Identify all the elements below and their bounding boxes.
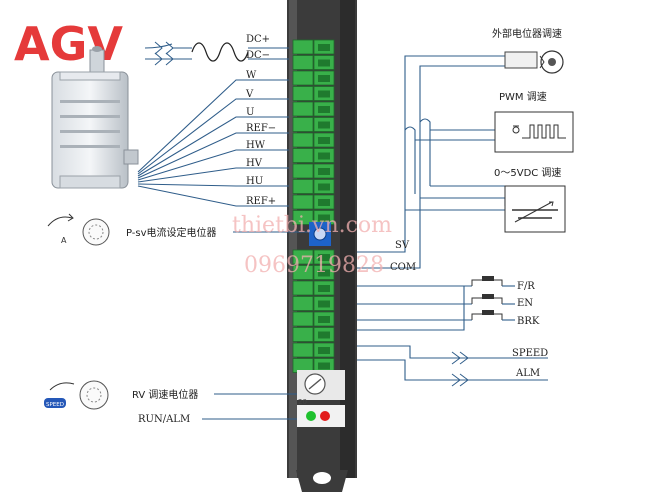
terminal-screw (292, 117, 314, 132)
speed-badge: SPEED (46, 402, 64, 408)
switch-group (357, 276, 515, 331)
terminal-screw (292, 55, 314, 70)
terminal-screw (292, 86, 314, 101)
terminal-screw (292, 296, 314, 311)
terminal-label: HU (246, 176, 263, 187)
speed-label: SPEED (512, 348, 548, 359)
speed-dial-icon: SPEED (44, 380, 109, 410)
mounting-hole (313, 472, 331, 484)
run-alm-label: RUN/ALM (138, 414, 190, 425)
alm-label: ALM (515, 368, 540, 379)
terminal-screw (292, 194, 314, 210)
terminal-block-top (292, 39, 335, 225)
led-red (320, 411, 330, 421)
terminal-screw (292, 280, 314, 296)
arrow-icon (451, 373, 469, 387)
dial-icon: A (47, 213, 110, 246)
rv-pot-label: RV 调速电位器 (132, 388, 198, 401)
watermark-site: thietbi.vn.com (232, 213, 392, 238)
motor-wires (137, 79, 289, 207)
terminal-screw (292, 163, 314, 179)
arrow-icon (451, 351, 469, 365)
terminal-screw (292, 265, 314, 280)
motor-wire (137, 185, 289, 207)
zero-mark: 20 (298, 398, 307, 406)
pwm-wave-icon (494, 111, 574, 153)
terminal-screw (292, 342, 314, 358)
terminal-screw (292, 70, 314, 86)
terminal-block-bottom (292, 249, 335, 373)
external-pot-icon (504, 50, 564, 74)
coil-icon (191, 42, 249, 62)
terminal-screw (292, 179, 314, 194)
terminal-screw (292, 327, 314, 342)
motor-wire (137, 149, 289, 181)
agv-logo: AGV (14, 17, 123, 71)
terminal-label: HV (246, 158, 263, 169)
terminal-screw (292, 249, 314, 265)
brk-label: BRK (517, 316, 540, 327)
ext-pot-label: 外部电位器调速 (492, 27, 562, 40)
sv-label: SV (395, 240, 410, 251)
fr-label: F/R (517, 281, 535, 292)
terminal-screw (292, 39, 314, 55)
terminal-screw (292, 132, 314, 148)
terminal-label: W (246, 70, 257, 81)
terminal-label: DC+ (246, 34, 270, 45)
pwm-label: PWM 调速 (499, 91, 547, 103)
led-green (306, 411, 316, 421)
dc-input (144, 41, 289, 66)
motor-wire (137, 167, 289, 183)
terminal-screw (292, 210, 314, 225)
motor-icon (51, 46, 139, 189)
terminal-label: REF+ (246, 196, 276, 207)
motor-wire (137, 132, 289, 179)
terminal-label: U (246, 107, 254, 118)
psv-pot-label: P-sv电流设定电位器 (126, 226, 217, 239)
terminal-label: V (245, 89, 254, 100)
motor-wire (137, 98, 289, 175)
com-label: COM (390, 262, 416, 273)
vdc-source-icon (504, 185, 566, 233)
left-terminal-labels: DC+ DC− WVU REF− HW HV HU REF+ (245, 34, 276, 207)
motor-wire (137, 183, 289, 187)
outputs (357, 345, 548, 387)
terminal-screw (292, 311, 314, 327)
motor-wire (137, 79, 289, 173)
dial-marker: A (61, 236, 67, 245)
watermark-phone: 0969719828 (244, 253, 384, 278)
terminal-label: HW (246, 140, 266, 151)
terminal-label: REF− (246, 123, 276, 134)
motor-wire (137, 116, 289, 177)
terminal-label: DC− (246, 50, 270, 61)
vdc-label: 0～5VDC 调速 (494, 167, 561, 179)
en-label: EN (517, 298, 533, 309)
terminal-screw (292, 148, 314, 163)
terminal-screw (292, 101, 314, 117)
